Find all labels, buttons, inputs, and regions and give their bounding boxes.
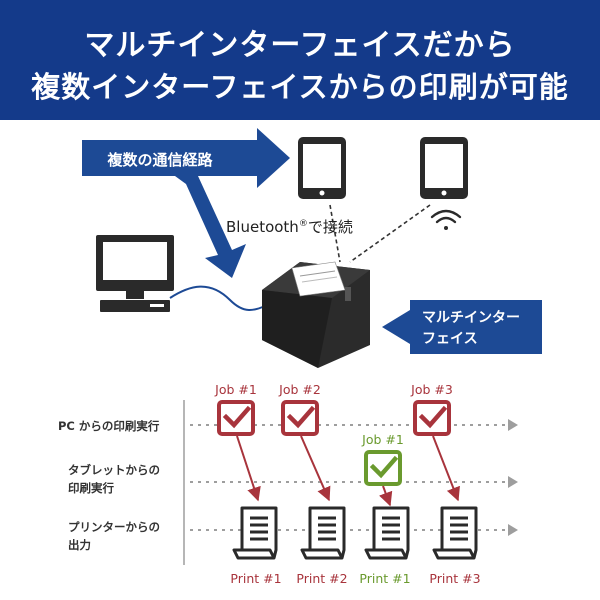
job-check-icon <box>281 400 319 436</box>
usb-cable <box>169 285 269 311</box>
job-to-print-arrow <box>379 485 393 507</box>
row-label-tablet-2: 印刷実行 <box>68 481 114 495</box>
print-label: Print #1 <box>359 571 410 586</box>
job-label: Job #3 <box>410 382 453 397</box>
wifi-link-line <box>349 204 431 263</box>
row-label-pc: PC からの印刷実行 <box>58 419 160 433</box>
job-label: Job #1 <box>214 382 257 397</box>
job-check-icon <box>413 400 451 436</box>
interface-label-line2: フェイス <box>422 331 478 347</box>
pc-monitor-icon <box>96 235 174 312</box>
print-label: Print #1 <box>230 571 281 586</box>
job-check-icon <box>217 400 255 436</box>
tablet-icon <box>298 137 346 199</box>
job-check-icon <box>364 450 402 486</box>
job-to-print-arrow <box>236 435 261 502</box>
job-label: Job #2 <box>278 382 321 397</box>
timeline-row-pc <box>190 419 518 431</box>
row-label-tablet-1: タブレットからの <box>68 463 160 477</box>
title-line-1: マルチインターフェイスだから <box>84 28 516 63</box>
timeline-row-tablet <box>190 476 518 488</box>
paths-arrow <box>82 128 290 188</box>
print-label: Print #3 <box>429 571 480 586</box>
paths-diagonal-arrow <box>175 176 246 278</box>
receipt-icon <box>232 506 278 560</box>
print-label: Print #2 <box>296 571 347 586</box>
header-banner: マルチインターフェイスだから 複数インターフェイスからの印刷が可能 <box>0 0 600 120</box>
title-line-2: 複数インターフェイスからの印刷が可能 <box>31 70 569 104</box>
bluetooth-label: Bluetooth®で接続 <box>226 218 353 236</box>
tablet-icon <box>420 137 468 199</box>
job-label: Job #1 <box>361 432 404 447</box>
receipt-printer-icon <box>262 261 370 368</box>
bluetooth-suffix: で接続 <box>308 218 353 236</box>
registered-mark: ® <box>299 219 308 229</box>
paths-label: 複数の通信経路 <box>106 151 213 169</box>
bluetooth-link-line <box>329 204 341 263</box>
row-label-printer-1: プリンターからの <box>68 520 160 534</box>
receipt-icon <box>364 506 410 560</box>
job-to-print-arrow <box>300 435 331 502</box>
receipt-icon <box>432 506 478 560</box>
wifi-icon <box>430 209 462 230</box>
interface-label-line1: マルチインター <box>422 310 520 326</box>
receipt-icon <box>300 506 346 560</box>
bluetooth-word: Bluetooth <box>226 218 299 236</box>
interface-arrow <box>382 300 542 354</box>
row-label-printer-2: 出力 <box>68 538 91 552</box>
job-to-print-arrow <box>432 435 460 502</box>
